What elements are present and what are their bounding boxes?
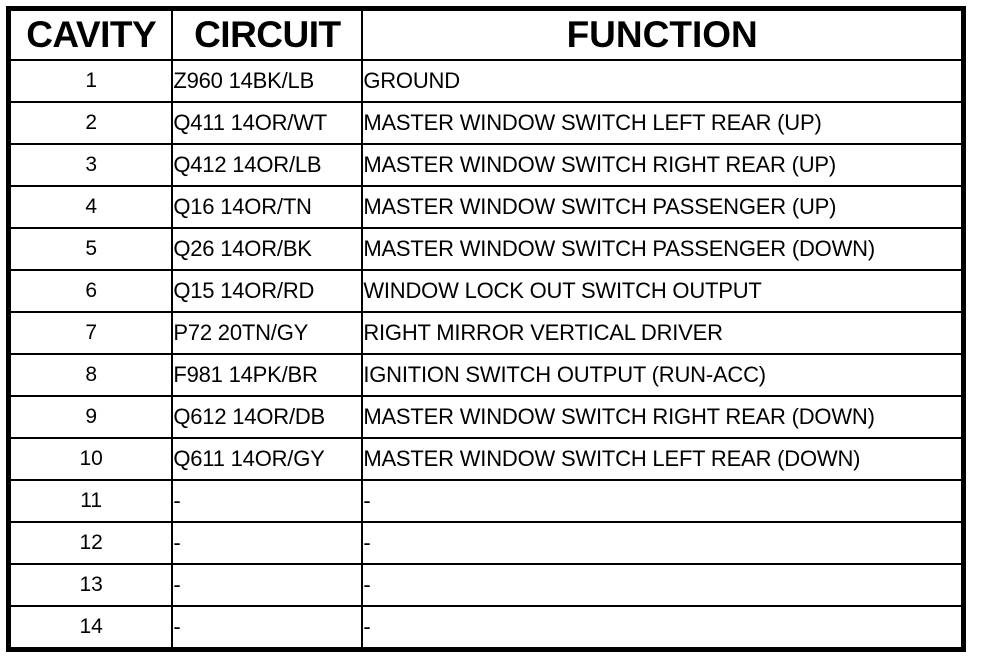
cell-circuit: Q411 14OR/WT [171,101,364,145]
cell-circuit: Q611 14OR/GY [171,437,364,481]
cell-cavity: 4 [7,185,174,229]
header-row: CAVITY CIRCUIT FUNCTION [7,7,965,61]
cell-function: - [361,605,965,651]
cell-cavity: 3 [7,143,174,187]
table-row: 14-- [7,605,965,651]
column-header-function: FUNCTION [361,7,965,61]
cell-cavity: 9 [7,395,174,439]
table-row: 12-- [7,521,965,565]
table-row: 13-- [7,563,965,607]
cell-circuit: Q412 14OR/LB [171,143,364,187]
cell-cavity: 14 [7,605,174,651]
table-row: 11-- [7,479,965,523]
cell-circuit: P72 20TN/GY [171,311,364,355]
cell-cavity: 10 [7,437,174,481]
cell-function: MASTER WINDOW SWITCH RIGHT REAR (DOWN) [361,395,965,439]
cell-circuit: Q15 14OR/RD [171,269,364,313]
cell-cavity: 6 [7,269,174,313]
cell-function: MASTER WINDOW SWITCH PASSENGER (DOWN) [361,227,965,271]
cell-circuit: - [171,521,364,565]
column-header-cavity: CAVITY [7,7,174,61]
cell-cavity: 11 [7,479,174,523]
cell-function: GROUND [361,59,965,103]
cell-circuit: F981 14PK/BR [171,353,364,397]
cell-circuit: Z960 14BK/LB [171,59,364,103]
cell-cavity: 8 [7,353,174,397]
cell-circuit: - [171,479,364,523]
cell-function: - [361,563,965,607]
cell-circuit: Q16 14OR/TN [171,185,364,229]
cell-function: IGNITION SWITCH OUTPUT (RUN-ACC) [361,353,965,397]
cell-function: - [361,521,965,565]
cell-cavity: 1 [7,59,174,103]
cell-function: WINDOW LOCK OUT SWITCH OUTPUT [361,269,965,313]
cell-function: MASTER WINDOW SWITCH LEFT REAR (UP) [361,101,965,145]
cell-cavity: 12 [7,521,174,565]
cell-circuit: Q612 14OR/DB [171,395,364,439]
cell-circuit: - [171,563,364,607]
cell-function: MASTER WINDOW SWITCH PASSENGER (UP) [361,185,965,229]
cell-function: RIGHT MIRROR VERTICAL DRIVER [361,311,965,355]
table-header: CAVITY CIRCUIT FUNCTION [7,7,965,61]
cell-circuit: Q26 14OR/BK [171,227,364,271]
column-header-circuit: CIRCUIT [171,7,364,61]
cell-function: - [361,479,965,523]
cell-function: MASTER WINDOW SWITCH LEFT REAR (DOWN) [361,437,965,481]
cell-cavity: 7 [7,311,174,355]
cell-function: MASTER WINDOW SWITCH RIGHT REAR (UP) [361,143,965,187]
cell-cavity: 2 [7,101,174,145]
cell-cavity: 13 [7,563,174,607]
cell-cavity: 5 [7,227,174,271]
cell-circuit: - [171,605,364,651]
